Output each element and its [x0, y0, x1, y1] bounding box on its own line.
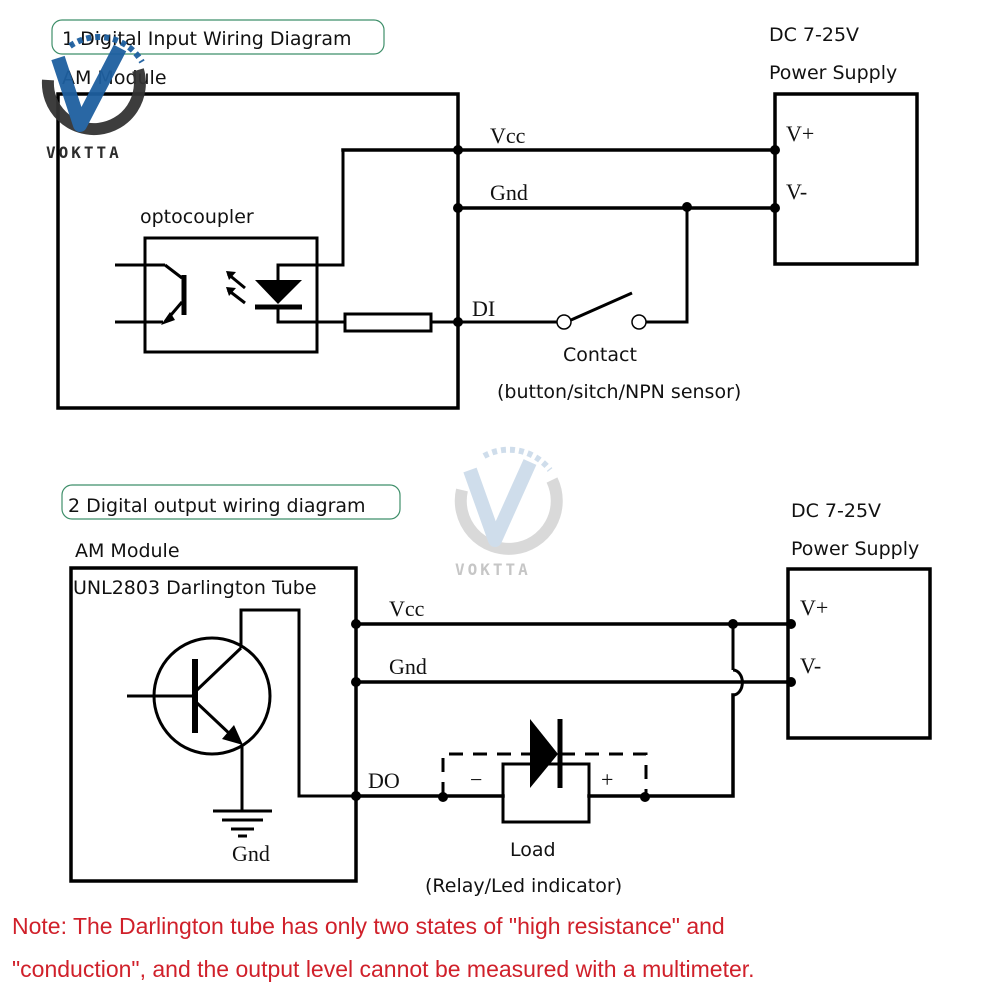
voktta-logo-watermark-faded: VOKTTA: [454, 446, 563, 579]
section-digital-input: 1 Digital Input Wiring Diagram AM Module…: [51, 19, 919, 410]
logo-brand-text: VOKTTA: [455, 560, 531, 579]
junction-dot: [438, 792, 448, 802]
gnd-label-1: Gnd: [490, 180, 528, 205]
voktta-logo-watermark: VOKTTA: [41, 34, 146, 162]
vplus-label-1: V+: [786, 121, 814, 146]
load-plus-sign: +: [601, 767, 613, 792]
load-label: Load: [510, 839, 556, 861]
supply2-voltage: DC 7-25V: [791, 500, 881, 522]
ground-label: Gnd: [232, 841, 270, 866]
section-digital-output: 2 Digital output wiring diagram AM Modul…: [61, 484, 932, 897]
junction-dot: [351, 791, 361, 801]
wire-crossover-hop: [732, 668, 744, 697]
supply2-label: Power Supply: [791, 538, 919, 560]
contact-sublabel: (button/sitch/NPN sensor): [497, 381, 741, 403]
power-supply-box-2: [786, 567, 932, 740]
resistor-icon: [343, 312, 433, 333]
vcc-label-1: Vcc: [490, 123, 526, 148]
load-return-wire: [587, 693, 735, 798]
section2-module-label: AM Module: [75, 540, 180, 562]
section2-title-box: [61, 484, 401, 520]
flyback-diode-icon: [530, 719, 563, 788]
light-emission-icon: [226, 271, 246, 305]
ground-icon: [213, 809, 272, 838]
logo-brand-text: VOKTTA: [46, 143, 122, 162]
am-module-box-1: [56, 92, 460, 410]
supply1-voltage: DC 7-25V: [769, 24, 859, 46]
note-line-2: "conduction", and the output level canno…: [12, 956, 755, 982]
junction-dot: [728, 619, 738, 629]
contact-switch-icon: [556, 207, 689, 330]
logo-v-icon: [51, 44, 127, 132]
do-label: DO: [368, 768, 400, 793]
junction-dot: [453, 317, 463, 327]
led-diode-icon: [255, 150, 345, 324]
power-supply-box-1: [773, 92, 919, 266]
footnote: Note: The Darlington tube has only two s…: [12, 913, 755, 982]
vplus-label-2: V+: [800, 595, 828, 620]
junction-dot: [453, 145, 463, 155]
junction-dot: [351, 619, 361, 629]
flyback-dashed-left: [441, 752, 530, 796]
di-label: DI: [472, 296, 495, 321]
vcc-label-2: Vcc: [389, 596, 425, 621]
npn-transistor-icon: [127, 608, 356, 811]
vminus-label-1: V-: [786, 179, 807, 204]
note-line-1: Note: The Darlington tube has only two s…: [12, 913, 725, 939]
gnd-label-2: Gnd: [389, 654, 427, 679]
junction-dot: [351, 677, 361, 687]
junction-dot: [453, 203, 463, 213]
load-sublabel: (Relay/Led indicator): [425, 875, 622, 897]
load-box: [501, 762, 591, 824]
logo-v-icon: [463, 459, 537, 547]
section1-title: 1 Digital Input Wiring Diagram: [62, 28, 351, 50]
section2-title: 2 Digital output wiring diagram: [68, 495, 366, 517]
optocoupler-box: [143, 236, 319, 354]
am-module-box-2: [69, 566, 358, 883]
flyback-dashed-right: [561, 752, 648, 796]
section1-title-box: [51, 19, 385, 55]
phototransistor-icon: [115, 263, 187, 325]
junction-dot: [640, 792, 650, 802]
contact-label: Contact: [563, 344, 637, 366]
logo-ring-icon: [41, 68, 146, 136]
optocoupler-label: optocoupler: [140, 206, 254, 228]
vminus-label-2: V-: [800, 653, 821, 678]
supply1-label: Power Supply: [769, 62, 897, 84]
load-minus-sign: −: [470, 767, 482, 792]
darlington-label: UNL2803 Darlington Tube: [73, 577, 317, 599]
